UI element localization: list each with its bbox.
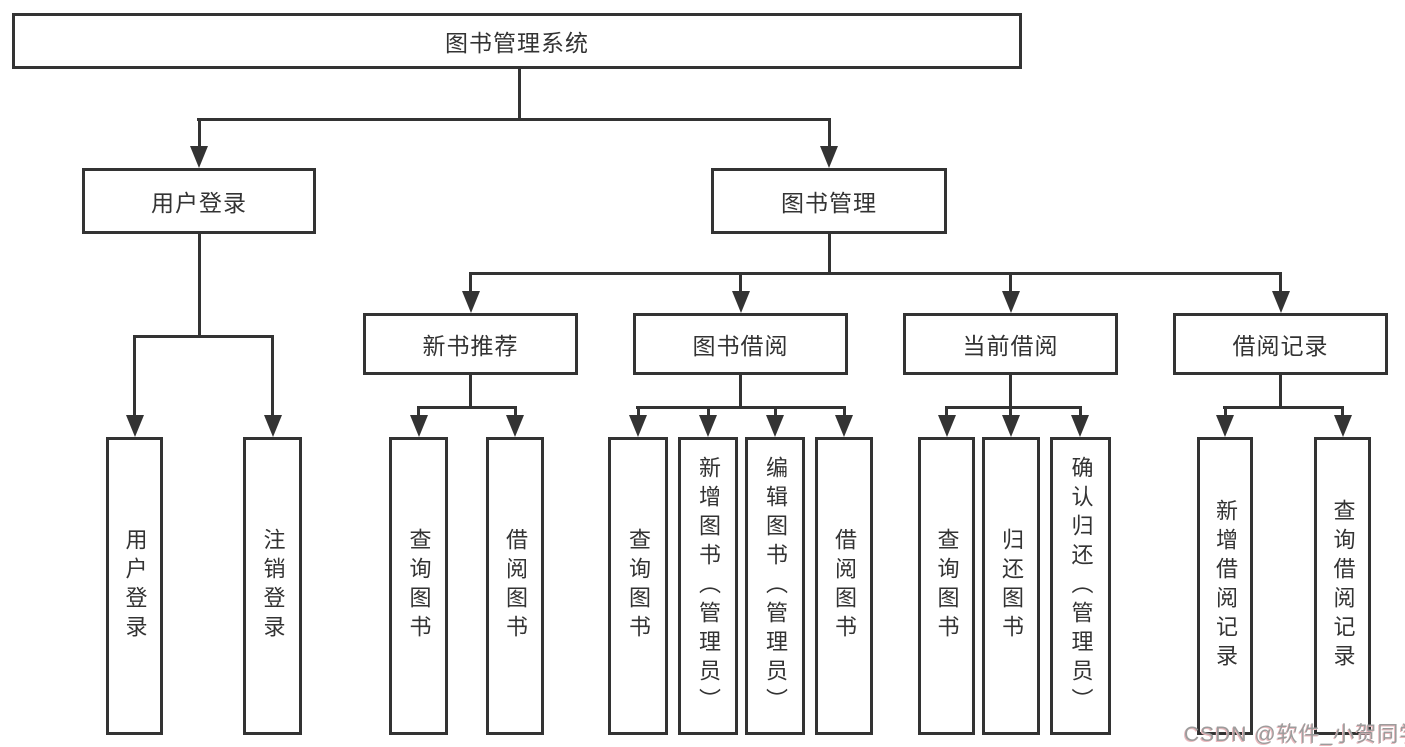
arrowhead-leaf-query-borrowing: [629, 415, 647, 437]
connector-stem-leaf-confirm-return: [1079, 406, 1082, 418]
node-borrowing-records: 借阅记录: [1173, 313, 1388, 375]
leaf-label: 确认归还（管理员）: [1068, 455, 1094, 717]
arrowhead-leaf-confirm-return: [1071, 415, 1089, 437]
node-current-borrowing: 当前借阅: [903, 313, 1118, 375]
arrowhead-leaf-query-recommend: [410, 415, 428, 437]
connector-stem-leaf-borrow-recommend: [514, 406, 517, 418]
arrowhead-current: [1002, 291, 1020, 313]
connector-stem-leaf-edit-books: [774, 406, 777, 418]
node-book-management: 图书管理: [711, 168, 947, 234]
leaf-label: 查询图书: [626, 528, 651, 644]
connector-stem-book-management: [828, 118, 831, 148]
connector-stem-leaf-logout: [271, 335, 274, 417]
connector-book-management-rail: [469, 272, 1282, 275]
arrowhead-leaf-borrow-books: [835, 415, 853, 437]
connector-stem-user-login: [198, 118, 201, 148]
leaf-return-books: 归还图书: [982, 437, 1040, 735]
connector-stem-records: [1279, 272, 1282, 293]
connector-user-login-stem: [198, 234, 201, 335]
connector-root-rail: [197, 118, 831, 121]
arrowhead-borrowing: [732, 291, 750, 313]
connector-borrowing-rail: [636, 406, 845, 409]
arrowhead-leaf-return-books: [1002, 415, 1020, 437]
leaf-label: 注销登录: [260, 528, 286, 644]
arrowhead-user-login: [190, 146, 208, 168]
connector-book-management-stem: [828, 234, 831, 272]
connector-current-rail: [945, 406, 1081, 409]
connector-stem-leaf-user-login: [133, 335, 136, 417]
leaf-confirm-return-admin: 确认归还（管理员）: [1050, 437, 1111, 735]
connector-root-stem: [518, 69, 521, 118]
leaf-add-borrow-record: 新增借阅记录: [1197, 437, 1253, 735]
connector-stem-leaf-query-recommend: [417, 406, 420, 418]
node-new-book-recommendation: 新书推荐: [363, 313, 578, 375]
leaf-user-login: 用户登录: [106, 437, 163, 735]
connector-records-stem: [1279, 375, 1282, 406]
leaf-label: 查询图书: [934, 528, 960, 644]
connector-stem-leaf-borrow-books: [843, 406, 846, 418]
connector-stem-leaf-add-books: [707, 406, 710, 418]
connector-stem-leaf-return-books: [1009, 406, 1012, 418]
leaf-label: 新增图书（管理员）: [696, 455, 721, 717]
leaf-label: 查询图书: [406, 528, 432, 644]
arrowhead-leaf-edit-books: [766, 415, 784, 437]
connector-user-login-rail: [133, 335, 274, 338]
leaf-logout: 注销登录: [243, 437, 302, 735]
connector-stem-leaf-query-current: [945, 406, 948, 418]
node-user-login: 用户登录: [82, 168, 316, 234]
leaf-borrow-books-recommend: 借阅图书: [486, 437, 544, 735]
leaf-query-books-borrowing: 查询图书: [608, 437, 668, 735]
connector-current-stem: [1009, 375, 1012, 406]
leaf-edit-books-admin: 编辑图书（管理员）: [745, 437, 805, 735]
arrowhead-leaf-user-login: [126, 415, 144, 437]
arrowhead-records: [1272, 291, 1290, 313]
leaf-label: 借阅图书: [503, 528, 528, 644]
arrowhead-leaf-borrow-recommend: [506, 415, 524, 437]
connector-records-rail: [1223, 406, 1344, 409]
leaf-label: 借阅图书: [832, 528, 857, 644]
connector-recommendation-stem: [469, 375, 472, 406]
leaf-label: 用户登录: [122, 528, 148, 644]
arrowhead-leaf-logout: [264, 415, 282, 437]
connector-borrowing-stem: [739, 375, 742, 406]
leaf-label: 归还图书: [999, 528, 1024, 644]
connector-stem-recommendation: [469, 272, 472, 293]
arrowhead-leaf-query-record: [1334, 415, 1352, 437]
leaf-query-books-current: 查询图书: [918, 437, 975, 735]
connector-stem-leaf-query-record: [1341, 406, 1344, 418]
connector-stem-borrowing: [739, 272, 742, 293]
arrowhead-recommendation: [462, 291, 480, 313]
leaf-query-borrow-record: 查询借阅记录: [1314, 437, 1371, 735]
connector-stem-leaf-add-record: [1224, 406, 1227, 418]
arrowhead-leaf-add-books: [699, 415, 717, 437]
leaf-label: 新增借阅记录: [1213, 499, 1238, 673]
node-book-borrowing: 图书借阅: [633, 313, 848, 375]
leaf-borrow-books: 借阅图书: [815, 437, 873, 735]
leaf-query-books-recommend: 查询图书: [389, 437, 448, 735]
leaf-add-books-admin: 新增图书（管理员）: [678, 437, 738, 735]
leaf-label: 编辑图书（管理员）: [763, 455, 788, 717]
leaf-label: 查询借阅记录: [1330, 499, 1356, 673]
arrowhead-book-management: [820, 146, 838, 168]
csdn-watermark: CSDN @软件_小贺同学: [1184, 723, 1405, 746]
node-library-management-system: 图书管理系统: [12, 13, 1022, 69]
arrowhead-leaf-add-record: [1216, 415, 1234, 437]
connector-recommendation-rail: [417, 406, 516, 409]
arrowhead-leaf-query-current: [938, 415, 956, 437]
connector-stem-leaf-query-borrowing: [637, 406, 640, 418]
connector-stem-current: [1009, 272, 1012, 293]
